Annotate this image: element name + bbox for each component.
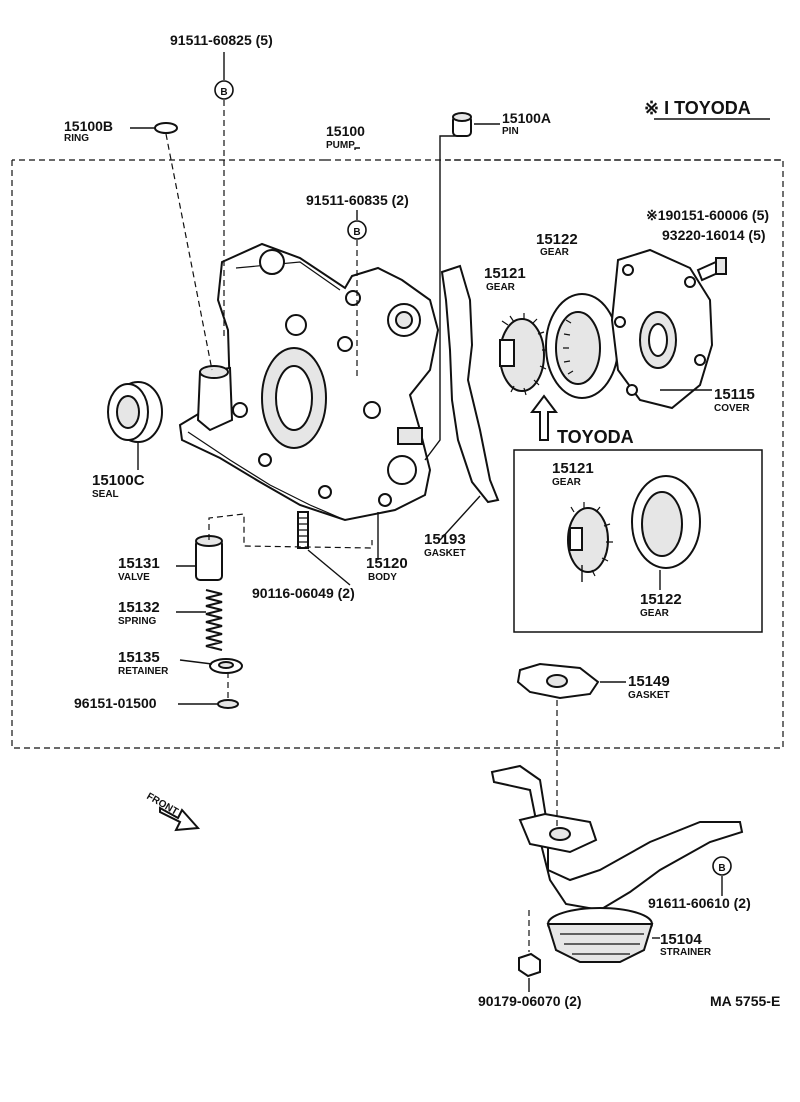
label-pin-no: 15100A [502,110,551,126]
bolt-marker-right: B [712,856,732,876]
label-strainer-name: STRAINER [660,947,712,958]
valve-15131-drawing [195,535,223,581]
label-gear2-no: 15122 [536,231,578,248]
label-body-no: 15120 [366,555,408,572]
bolt-marker-label: B [353,227,360,238]
bolt-marker-label: B [220,87,227,98]
seal-15100c-drawing [107,381,163,443]
gasket-15149-drawing [516,662,600,700]
label-seal-name: SEAL [92,489,119,500]
label-screw-b: 93220-16014 (5) [662,227,766,243]
label-gear2-name: GEAR [540,247,570,258]
pin-15100a-drawing [452,112,472,137]
label-sub-gear2-no: 15122 [640,591,682,608]
gear-15121-drawing [499,313,549,396]
bolt-marker-label: B [718,863,725,874]
label-sub-gear1-name: GEAR [552,477,582,488]
brand-mark: ※ I TOYODA [644,98,751,118]
nut-drawing [518,952,541,978]
label-retainer-no: 15135 [118,649,160,666]
label-pump-name: PUMP [326,140,355,151]
label-gear1-no: 15121 [484,265,526,282]
retainer-15135-drawing [209,658,243,674]
label-sub-gear1-no: 15121 [552,460,594,477]
label-screw-a: ※190151-60006 (5) [646,207,769,223]
label-bolt-right: 91611-60610 (2) [648,895,751,911]
bolt-marker-mid: B [347,220,367,240]
assembly-boundary [11,159,784,749]
spring-15132-drawing [205,589,223,651]
label-bolt-mid: 91511-60835 (2) [306,192,409,208]
toyoda-inset-box [513,449,763,633]
label-ring-name: RING [64,133,89,144]
label-gasket2-name: GASKET [628,690,670,701]
label-strainer-no: 15104 [660,931,702,948]
label-gasket1-name: GASKET [424,548,466,559]
label-valve-name: VALVE [118,572,150,583]
leader-lines [130,52,723,992]
bolt-marker-top: B [214,80,234,100]
label-spring-name: SPRING [118,616,157,627]
label-nut: 90179-06070 (2) [478,993,582,1009]
front-arrow [159,806,201,832]
label-toyoda: TOYODA [557,427,634,447]
label-body-name: BODY [368,572,397,583]
label-sub-gear2-name: GEAR [640,608,670,619]
label-gear1-name: GEAR [486,282,516,293]
label-stud: 90116-06049 (2) [252,585,355,601]
screw-drawing [696,257,727,282]
doc-code: MA 5755-E [710,993,780,1009]
sub-gear-15122-drawing [631,475,701,569]
label-spring-no: 15132 [118,599,160,616]
strainer-15104-drawing [490,764,744,963]
label-retainer-name: RETAINER [118,666,169,677]
label-bolt-top: 91511-60825 (5) [170,32,273,48]
label-cover-no: 15115 [714,386,755,403]
label-seal-no: 15100C [92,472,145,489]
gear-15122-drawing [545,293,619,399]
stud-drawing [297,511,309,549]
label-pin-name: PIN [502,126,519,137]
sub-gear-15121-drawing [567,502,613,577]
ring-15100b-drawing [154,122,178,134]
label-cover-name: COVER [714,403,750,414]
toyoda-arrow [530,394,558,441]
label-pump-no: 15100 [326,123,365,139]
label-clip: 96151-01500 [74,695,157,711]
clip-drawing [217,699,239,709]
cover-15115-drawing [610,248,714,410]
label-ring-no: 15100B [64,118,113,134]
gasket-15193-drawing [440,264,500,504]
pump-body-drawing [178,242,440,522]
label-gasket1-no: 15193 [424,531,466,548]
label-valve-no: 15131 [118,555,160,572]
label-gasket2-no: 15149 [628,673,670,690]
